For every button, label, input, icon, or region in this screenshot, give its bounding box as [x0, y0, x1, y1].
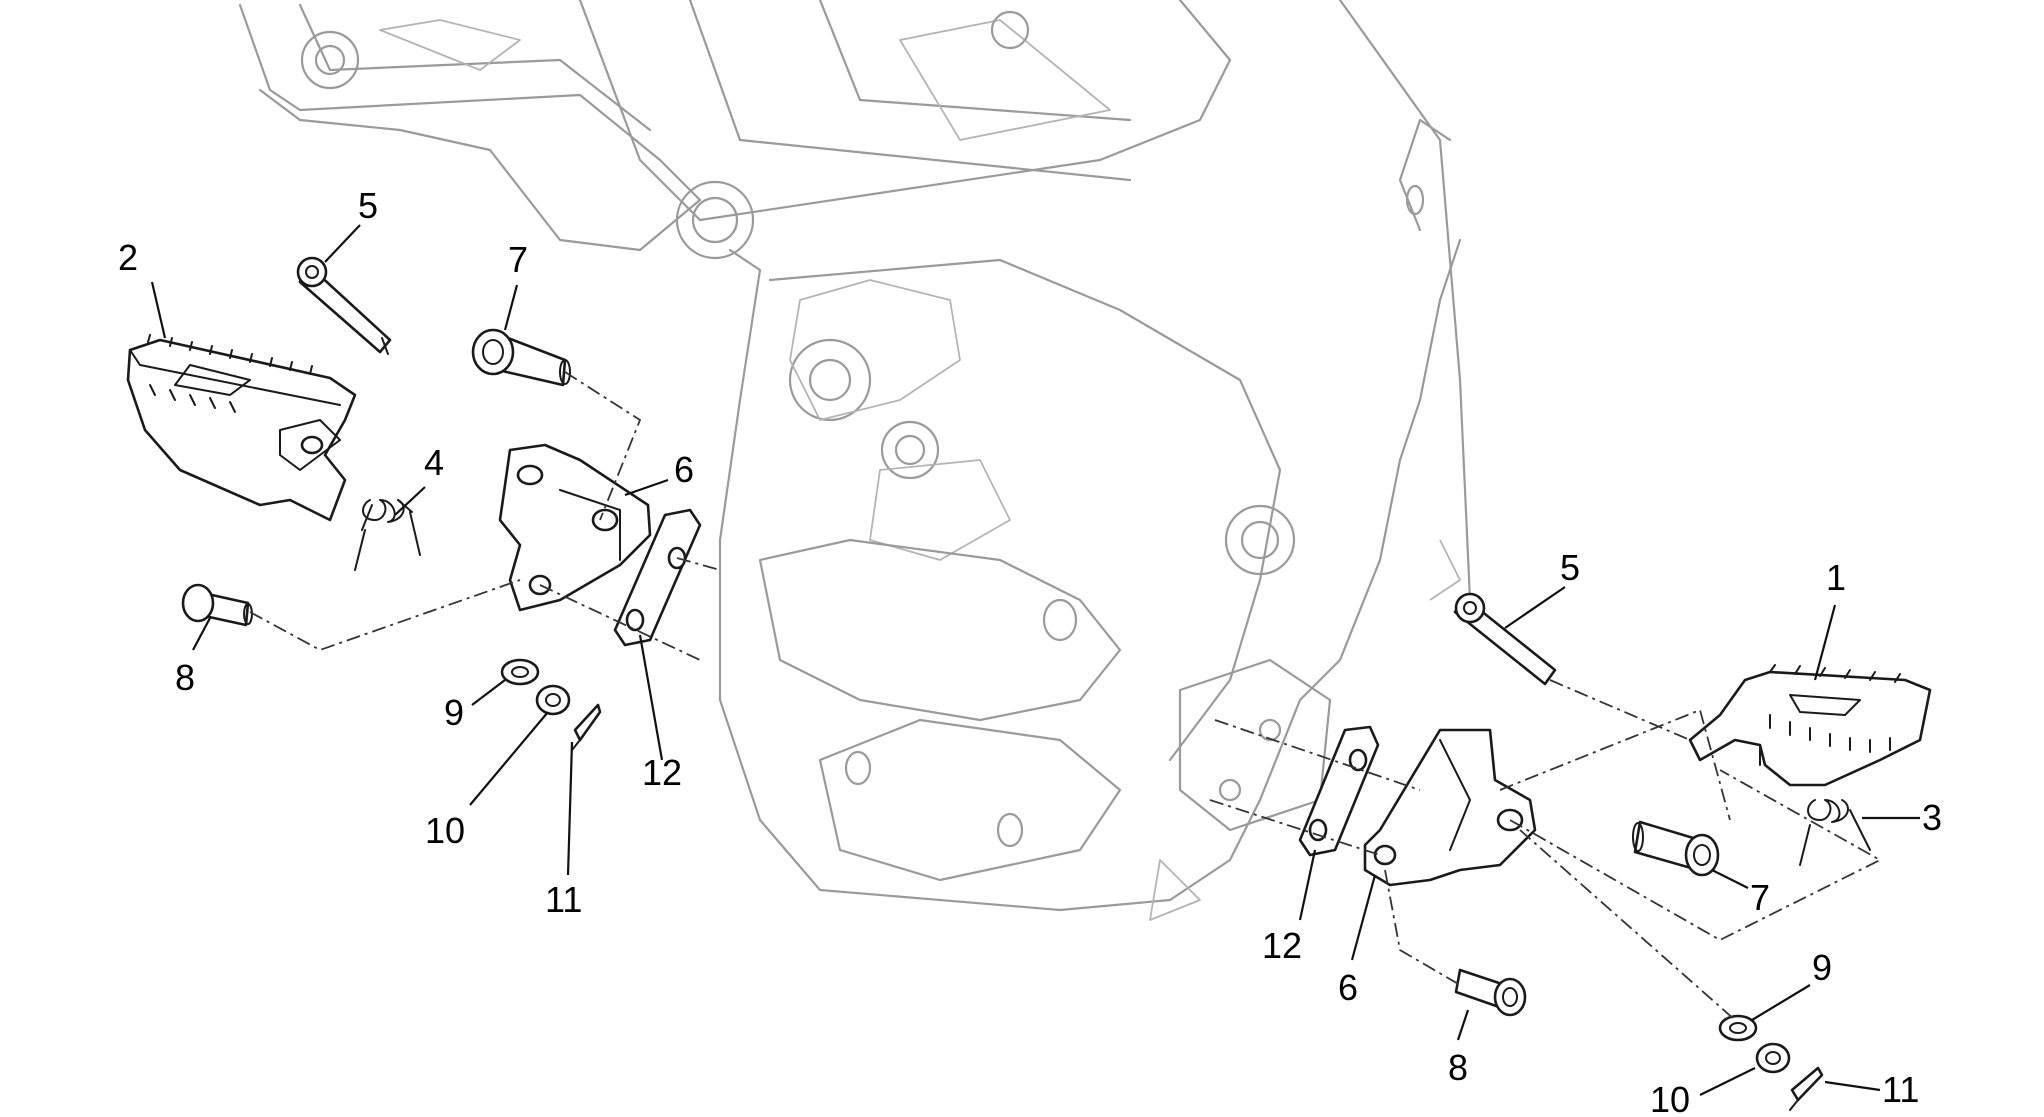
right-mount-bolt-upper — [1632, 820, 1720, 877]
callout-3-right: 3 — [1922, 797, 1942, 838]
callout-5-right: 5 — [1560, 547, 1580, 588]
right-washer-9 — [1718, 1014, 1758, 1042]
motorcycle-frame-outline — [238, 0, 1472, 921]
callout-11-right: 11 — [1882, 1069, 1919, 1110]
callout-7-left: 7 — [508, 239, 528, 280]
callout-5-left: 5 — [358, 185, 378, 226]
left-cotter-pin — [571, 703, 602, 751]
left-washer-10 — [535, 684, 571, 716]
callout-6-left: 6 — [674, 449, 694, 490]
left-mount-bolt-lower — [181, 583, 253, 627]
right-return-spring — [1799, 799, 1871, 866]
leader-lines — [150, 224, 1920, 1096]
callout-7-right: 7 — [1750, 877, 1770, 918]
callout-6-right: 6 — [1338, 967, 1358, 1008]
left-footpeg — [126, 334, 357, 522]
callout-1-right: 1 — [1826, 557, 1846, 598]
right-spacer-plate — [1298, 725, 1380, 857]
callout-2-left: 2 — [118, 237, 138, 278]
callout-9-right: 9 — [1812, 947, 1832, 988]
right-footpeg-assembly — [1209, 592, 1932, 1111]
right-cotter-pin — [1789, 1066, 1824, 1111]
left-footpeg-bracket — [498, 443, 652, 612]
callout-labels: 2 5 7 4 6 8 9 10 11 12 1 3 5 6 7 8 9 10 … — [118, 185, 1942, 1117]
right-footpeg-bracket — [1363, 728, 1537, 887]
right-washer-10 — [1755, 1042, 1791, 1074]
callout-8-right: 8 — [1448, 1047, 1468, 1088]
left-footpeg-pin — [296, 256, 392, 355]
right-footpeg-pin — [1453, 592, 1557, 686]
right-footpeg — [1688, 664, 1932, 787]
callout-12-right: 12 — [1262, 925, 1302, 966]
left-footpeg-assembly — [126, 256, 721, 751]
callout-9-left: 9 — [444, 692, 464, 733]
right-mount-bolt-lower — [1454, 968, 1527, 1017]
callout-10-right: 10 — [1650, 1079, 1690, 1117]
callout-11-left: 11 — [545, 879, 582, 920]
callout-10-left: 10 — [425, 810, 465, 851]
left-spacer-plate — [613, 508, 702, 647]
callout-4-left: 4 — [424, 442, 444, 483]
callout-12-left: 12 — [642, 752, 682, 793]
callout-8-left: 8 — [175, 657, 195, 698]
left-mount-bolt-upper — [471, 328, 571, 387]
left-return-spring — [354, 499, 421, 571]
left-washer-9 — [500, 658, 540, 686]
